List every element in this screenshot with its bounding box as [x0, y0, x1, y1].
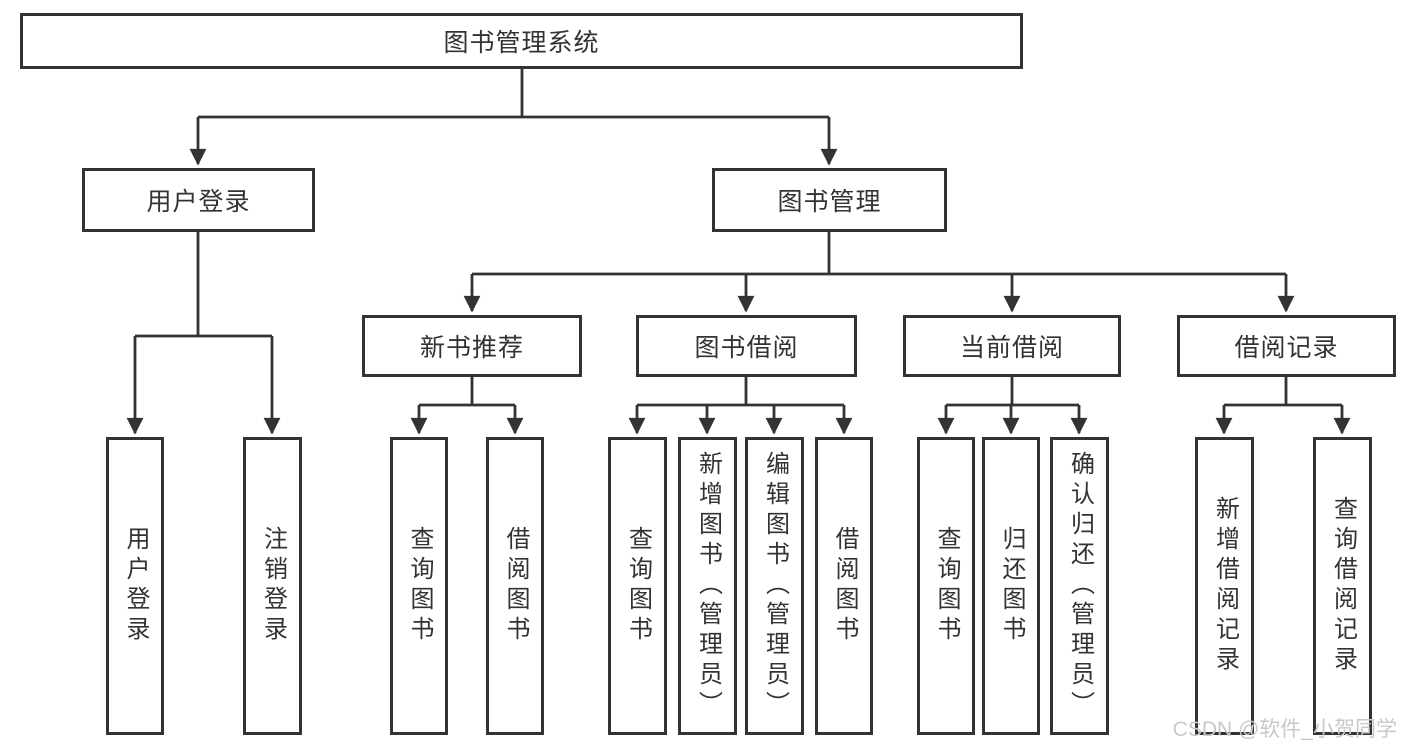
leaf-edit-books-admin: 编辑图书（管理员）	[745, 437, 804, 735]
node-book-management: 图书管理	[712, 168, 947, 232]
leaf-borrow-books-2-label: 借阅图书	[831, 526, 858, 646]
leaf-borrow-books-2: 借阅图书	[815, 437, 873, 735]
leaf-borrow-books-1-label: 借阅图书	[502, 526, 529, 646]
node-root: 图书管理系统	[20, 13, 1023, 69]
leaf-query-books-2-label: 查询图书	[624, 526, 652, 646]
leaf-edit-books-admin-label: 编辑图书（管理员）	[761, 451, 789, 721]
leaf-logout-label: 注销登录	[259, 526, 287, 646]
leaf-query-borrow-record-label: 查询借阅记录	[1329, 496, 1357, 676]
node-root-label: 图书管理系统	[443, 29, 600, 57]
leaf-add-borrow-record: 新增借阅记录	[1195, 437, 1254, 735]
node-borrow-records-label: 借阅记录	[1234, 334, 1339, 362]
leaf-query-books-1-label: 查询图书	[406, 526, 433, 646]
node-new-book-recommend: 新书推荐	[362, 315, 582, 377]
leaf-confirm-return-admin: 确认归还（管理员）	[1050, 437, 1109, 735]
node-new-book-recommend-label: 新书推荐	[419, 334, 524, 362]
node-current-borrow: 当前借阅	[903, 315, 1121, 377]
leaf-query-books-3-label: 查询图书	[933, 526, 960, 646]
leaf-return-books: 归还图书	[982, 437, 1040, 735]
leaf-return-books-label: 归还图书	[998, 526, 1025, 646]
node-book-borrow: 图书借阅	[636, 315, 857, 377]
node-borrow-records: 借阅记录	[1177, 315, 1396, 377]
node-book-borrow-label: 图书借阅	[694, 334, 799, 362]
leaf-add-books-admin: 新增图书（管理员）	[678, 437, 737, 735]
leaf-borrow-books-1: 借阅图书	[486, 437, 544, 735]
leaf-add-borrow-record-label: 新增借阅记录	[1211, 496, 1239, 676]
node-current-borrow-label: 当前借阅	[959, 334, 1064, 362]
leaf-user-login: 用户登录	[106, 437, 164, 735]
leaf-query-books-2: 查询图书	[608, 437, 667, 735]
watermark: CSDN @软件_小贺同学	[1172, 718, 1397, 741]
leaf-query-books-1: 查询图书	[390, 437, 448, 735]
node-book-management-label: 图书管理	[777, 188, 882, 216]
leaf-confirm-return-admin-label: 确认归还（管理员）	[1066, 451, 1094, 721]
leaf-logout: 注销登录	[243, 437, 302, 735]
node-user-login-label: 用户登录	[146, 188, 251, 216]
leaf-query-borrow-record: 查询借阅记录	[1313, 437, 1372, 735]
node-user-login: 用户登录	[82, 168, 315, 232]
leaf-query-books-3: 查询图书	[917, 437, 975, 735]
leaf-add-books-admin-label: 新增图书（管理员）	[694, 451, 722, 721]
leaf-user-login-label: 用户登录	[122, 526, 149, 646]
